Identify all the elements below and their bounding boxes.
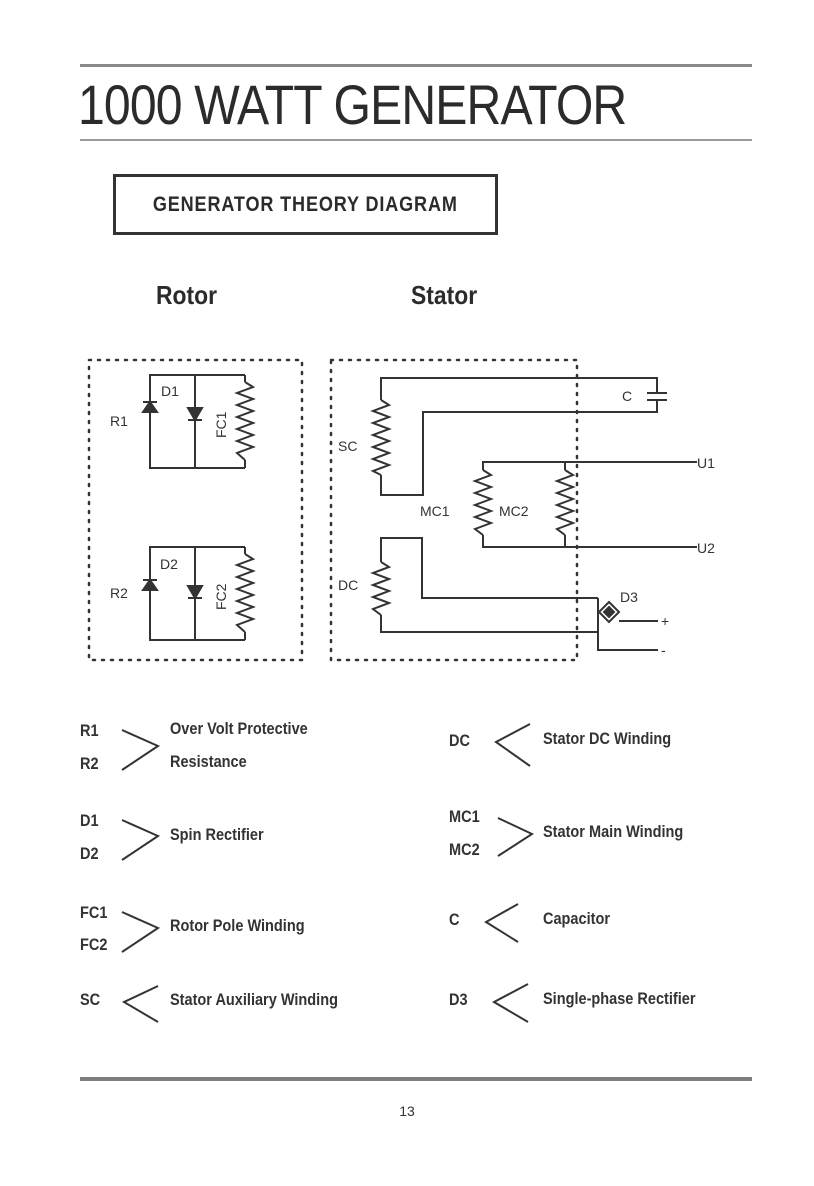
label-u1: U1 bbox=[697, 455, 715, 471]
legend-description: Over Volt Protective bbox=[170, 720, 308, 738]
legend-description: Single-phase Rectifier bbox=[543, 990, 696, 1008]
label-d2: D2 bbox=[160, 556, 178, 572]
rotor-circuit-1 bbox=[141, 374, 256, 469]
label-sc: SC bbox=[338, 438, 357, 454]
label-r1: R1 bbox=[110, 413, 128, 429]
legend-code: DC bbox=[449, 732, 470, 750]
legend-code: MC2 bbox=[449, 841, 480, 859]
rotor-boundary bbox=[87, 358, 304, 662]
stator-heading: Stator bbox=[411, 280, 478, 310]
legend-code: R1 bbox=[80, 722, 99, 740]
bracket-less bbox=[121, 985, 159, 1023]
legend-code: FC1 bbox=[80, 904, 108, 922]
legend-description: Stator Auxiliary Winding bbox=[170, 991, 338, 1009]
legend-code: FC2 bbox=[80, 936, 108, 954]
legend-description: Stator Main Winding bbox=[543, 823, 684, 841]
page-title: 1000 WATT GENERATOR bbox=[78, 73, 627, 136]
legend-code: D3 bbox=[449, 991, 468, 1009]
legend-description: Stator DC Winding bbox=[543, 730, 672, 748]
r2-zener bbox=[141, 578, 159, 610]
label-mc2: MC2 bbox=[499, 503, 529, 519]
legend-code: D1 bbox=[80, 812, 99, 830]
legend-code: MC1 bbox=[449, 808, 480, 826]
label-c: C bbox=[622, 388, 632, 404]
bracket-greater bbox=[497, 817, 535, 857]
subtitle-box: GENERATOR THEORY DIAGRAM bbox=[113, 174, 498, 235]
label-dc: DC bbox=[338, 577, 358, 593]
legend-code: R2 bbox=[80, 755, 99, 773]
mc2-winding bbox=[554, 469, 576, 536]
footer-rule bbox=[80, 1077, 752, 1081]
sc-circuit bbox=[370, 377, 667, 496]
bracket-less bbox=[484, 903, 519, 943]
legend-description: Spin Rectifier bbox=[170, 826, 264, 844]
stator-boundary bbox=[329, 358, 579, 662]
fc1-winding bbox=[234, 381, 256, 461]
legend-code: C bbox=[449, 911, 460, 929]
rotor-circuit-2 bbox=[141, 546, 256, 641]
label-fc1: FC1 bbox=[213, 411, 229, 438]
generator-circuit-diagram: D1 R1 FC1 D2 R2 FC2 SC C U1 MC1 MC2 U2 D… bbox=[87, 358, 715, 662]
label-mc1: MC1 bbox=[420, 503, 450, 519]
legend-description: Rotor Pole Winding bbox=[170, 917, 305, 935]
bracket-greater bbox=[121, 911, 161, 953]
label-d1: D1 bbox=[161, 383, 179, 399]
label-u2: U2 bbox=[697, 540, 715, 556]
d3-bridge-rectifier bbox=[597, 600, 621, 624]
mc1-winding bbox=[472, 469, 494, 536]
d1-diode bbox=[186, 407, 204, 422]
label-plus: + bbox=[661, 613, 669, 629]
label-r2: R2 bbox=[110, 585, 128, 601]
bracket-greater bbox=[121, 729, 161, 771]
bracket-less bbox=[494, 723, 531, 767]
legend-description: Capacitor bbox=[543, 910, 610, 928]
legend-code: SC bbox=[80, 991, 101, 1009]
main-winding-circuit bbox=[472, 461, 697, 548]
rotor-heading: Rotor bbox=[156, 280, 218, 310]
label-minus: - bbox=[661, 642, 666, 658]
label-d3: D3 bbox=[620, 589, 638, 605]
subtitle-text: GENERATOR THEORY DIAGRAM bbox=[153, 192, 458, 216]
sc-winding bbox=[370, 399, 392, 476]
dc-winding bbox=[370, 561, 392, 616]
page-number: 13 bbox=[399, 1103, 415, 1119]
d2-diode bbox=[186, 585, 204, 600]
legend-code: D2 bbox=[80, 845, 99, 863]
bracket-less bbox=[491, 983, 529, 1023]
bracket-greater bbox=[121, 819, 161, 861]
label-fc2: FC2 bbox=[213, 583, 229, 610]
title-rule bbox=[80, 139, 752, 141]
dc-circuit bbox=[370, 537, 658, 651]
legend-description: Resistance bbox=[170, 753, 247, 771]
fc2-winding bbox=[234, 553, 256, 633]
top-rule bbox=[80, 64, 752, 67]
r1-zener bbox=[141, 400, 159, 432]
